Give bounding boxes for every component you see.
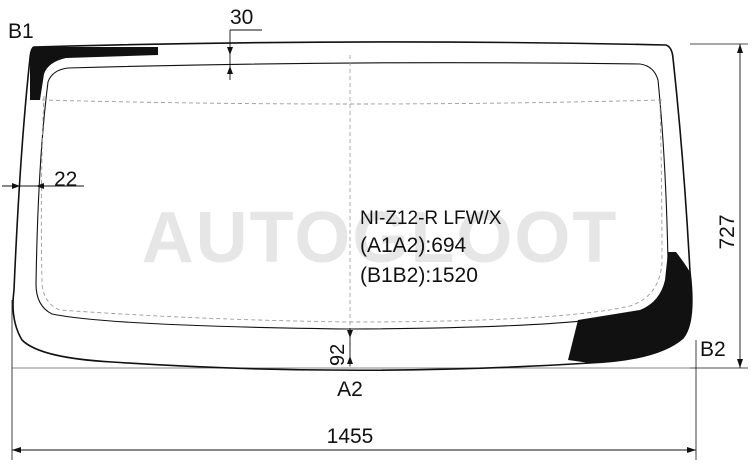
bottom-band-arrow <box>347 330 353 338</box>
black-band-top-left <box>30 47 158 100</box>
glass-inner-outline <box>35 62 669 330</box>
side-band-arrow <box>12 183 20 189</box>
black-band-bottom-right <box>568 252 692 363</box>
bottom-band-arrow <box>347 356 353 364</box>
height-dimension-label: 727 <box>716 214 739 249</box>
b1-label: B1 <box>8 20 34 43</box>
bottom-band-dimension-label: 92 <box>327 344 349 366</box>
a2-label: A2 <box>337 378 363 401</box>
b2-label: B2 <box>700 338 726 361</box>
top-band-arrow <box>227 47 233 55</box>
part-code: NI-Z12-R LFW/X <box>360 208 502 229</box>
side-band-dimension-label: 22 <box>54 168 77 191</box>
width-dimension-label: 1455 <box>327 425 374 448</box>
width-arrow <box>12 447 21 453</box>
top-band-arrow <box>227 66 233 74</box>
side-band-arrow <box>36 183 44 189</box>
watermark-text: AUTOGLOOT <box>142 198 619 278</box>
width-arrow <box>687 447 696 453</box>
b-dimension-text: (B1B2):1520 <box>360 264 478 287</box>
height-arrow <box>737 359 743 368</box>
sensor-area-dashed-line <box>41 99 663 105</box>
a-dimension-text: (A1A2):694 <box>360 234 467 257</box>
top-band-dimension-label: 30 <box>230 6 253 29</box>
height-arrow <box>737 44 743 53</box>
